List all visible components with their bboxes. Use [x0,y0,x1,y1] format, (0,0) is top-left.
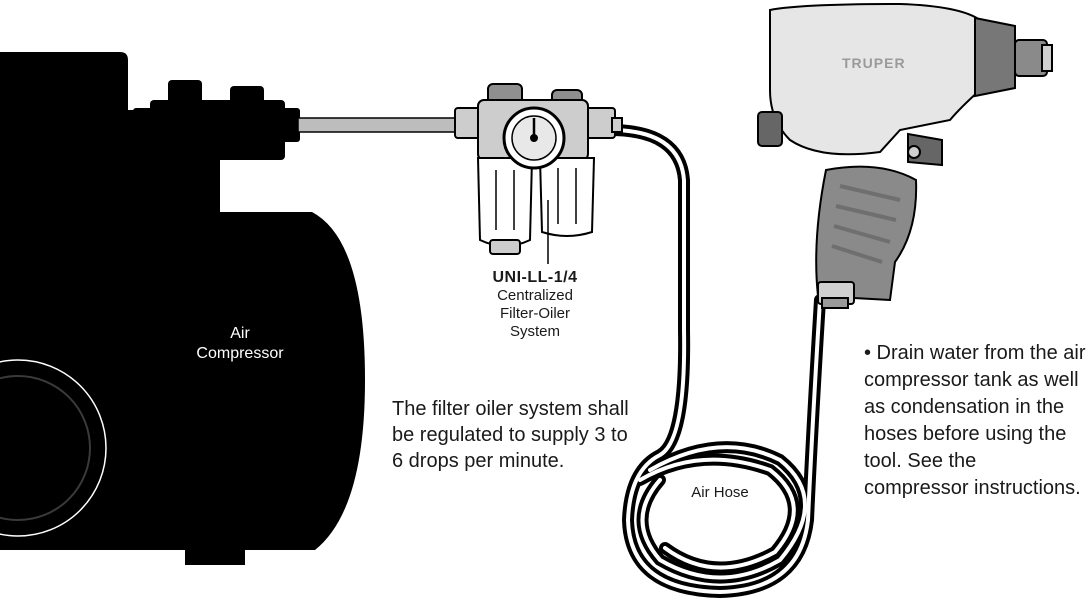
filter-oiler-line1: Centralized [497,287,573,304]
compressor-wheel [0,359,107,537]
outlet-pipe [297,117,459,133]
filter-oiler-unit [454,83,623,255]
filter-oiler-line3: System [509,323,560,340]
drain-water-note: • Drain water from the air compressor ta… [864,342,1086,499]
filter-oiler-label: UNI-LL-1/4 Centralized Filter-Oiler Syst… [470,269,600,341]
pressure-gauge [502,106,566,170]
compressor-label: Air Compressor [175,324,305,364]
compressor-label-line2: Compressor [196,345,284,362]
filter-regulation-note: The filter oiler system shall be regulat… [392,398,629,472]
air-hose [604,124,826,599]
compressor-label-line1: Air [230,325,250,342]
model-code: UNI-LL-1/4 [492,269,578,286]
air-compressor [0,52,365,565]
tool-brand-label: TRUPER [842,55,906,71]
air-hose-label: Air Hose [691,484,749,501]
filter-oiler-line2: Filter-Oiler [500,305,570,322]
impact-wrench: TRUPER [757,2,1053,309]
